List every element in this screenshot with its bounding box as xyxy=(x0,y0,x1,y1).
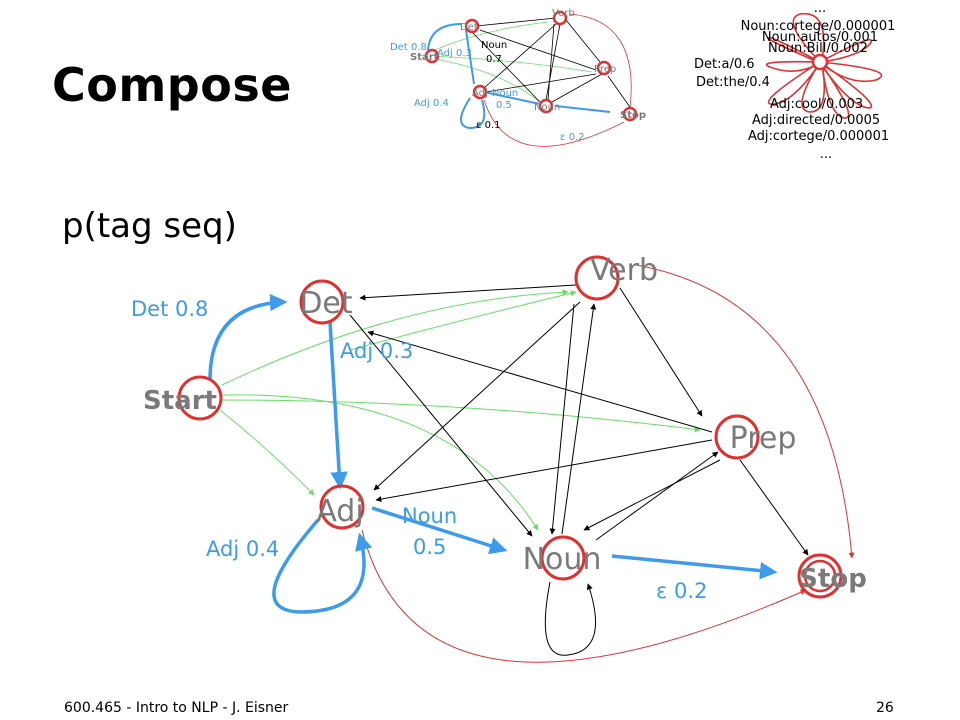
mini-label-adj-04: Adj 0.4 xyxy=(414,98,449,109)
mini-label-noun-07-word: Noun xyxy=(481,40,507,51)
mini-state-stop: Stop xyxy=(620,110,646,121)
state-det-label: Det xyxy=(299,286,353,321)
lexicon-entry-9: ... xyxy=(820,147,832,162)
lexicon-entry-6: Adj:cool/0.003 xyxy=(770,97,863,112)
mini-label-adj-03: Adj 0.3 xyxy=(437,48,472,59)
mini-state-adj: Adj xyxy=(472,88,488,99)
stop-arcs xyxy=(361,264,855,663)
footer-page-number: 26 xyxy=(876,700,894,716)
lexicon-entry-1: Noun:cortege/0.000001 xyxy=(741,19,896,34)
label-adj-03: Adj 0.3 xyxy=(340,339,413,363)
lexicon-entry-8: Adj:cortege/0.000001 xyxy=(748,129,889,144)
lexicon-entry-7: Adj:directed/0.0005 xyxy=(752,113,880,128)
highlighted-path xyxy=(208,293,778,614)
mini-label-eps-01: ε 0.1 xyxy=(476,120,501,131)
footer-course: 600.465 - Intro to NLP - J. Eisner xyxy=(64,700,289,716)
label-eps-02: ε 0.2 xyxy=(656,579,707,603)
mini-label-noun-07-prob: 0.7 xyxy=(486,54,502,65)
start-arcs xyxy=(219,289,701,531)
state-det: Det xyxy=(299,279,353,325)
lexicon-loops xyxy=(766,12,883,119)
slide-title: Compose xyxy=(52,58,292,112)
state-verb: Verb xyxy=(574,253,658,301)
mini-label-noun-05-word: Noun xyxy=(492,88,518,99)
mini-highlighted-path xyxy=(427,23,611,130)
state-prep-label: Prep xyxy=(730,421,797,456)
slide-subtitle: p(tag seq) xyxy=(62,206,237,246)
mini-state-noun: Noun xyxy=(534,102,560,113)
lexicon-entry-0: ... xyxy=(814,1,826,16)
lexicon-entries: ... Noun:cortege/0.000001 Noun:autos/0.0… xyxy=(694,1,895,162)
arc-labels: Det 0.8 Adj 0.3 Adj 0.4 Noun 0.5 ε 0.2 xyxy=(131,297,707,603)
transition-arcs xyxy=(349,284,809,656)
state-prep: Prep xyxy=(714,414,797,460)
state-noun: Noun xyxy=(523,535,602,581)
label-noun-05-word: Noun xyxy=(402,504,457,528)
label-noun-05-prob: 0.5 xyxy=(413,535,446,559)
label-adj-04: Adj 0.4 xyxy=(206,537,279,561)
mini-arc-labels: Det 0.8 Adj 0.3 Noun 0.7 Adj 0.4 Noun 0.… xyxy=(390,40,585,143)
mini-arcs xyxy=(429,13,633,147)
mini-state-prep: Prep xyxy=(594,64,616,75)
lexicon-entry-2: Noun:autos/0.001 xyxy=(762,30,878,45)
state-adj: Adj xyxy=(316,484,365,530)
mini-state-start: Start xyxy=(410,52,439,63)
state-verb-label: Verb xyxy=(590,253,658,288)
mini-state-labels: Start Det Adj Noun Verb Prep Stop xyxy=(410,8,646,121)
state-stop: Stop xyxy=(797,553,867,599)
mini-label-noun-05-prob: 0.5 xyxy=(496,100,512,111)
state-stop-label: Stop xyxy=(799,564,867,594)
lexicon-entry-3: Noun:Bill/0.002 xyxy=(768,41,868,56)
state-noun-label: Noun xyxy=(523,542,602,577)
lexicon-state xyxy=(811,53,829,71)
state-start: Start xyxy=(143,375,223,421)
mini-label-eps-02: ε 0.2 xyxy=(560,132,585,143)
mini-label-det-08: Det 0.8 xyxy=(390,42,427,53)
label-det-08: Det 0.8 xyxy=(131,297,208,321)
lexicon-entry-5: Det:the/0.4 xyxy=(696,75,770,90)
state-start-label: Start xyxy=(143,386,217,416)
state-adj-label: Adj xyxy=(316,494,363,529)
mini-state-verb: Verb xyxy=(552,8,575,19)
mini-state-det: Det xyxy=(460,22,478,33)
lexicon-entry-4: Det:a/0.6 xyxy=(694,57,755,72)
mini-states xyxy=(424,10,638,122)
